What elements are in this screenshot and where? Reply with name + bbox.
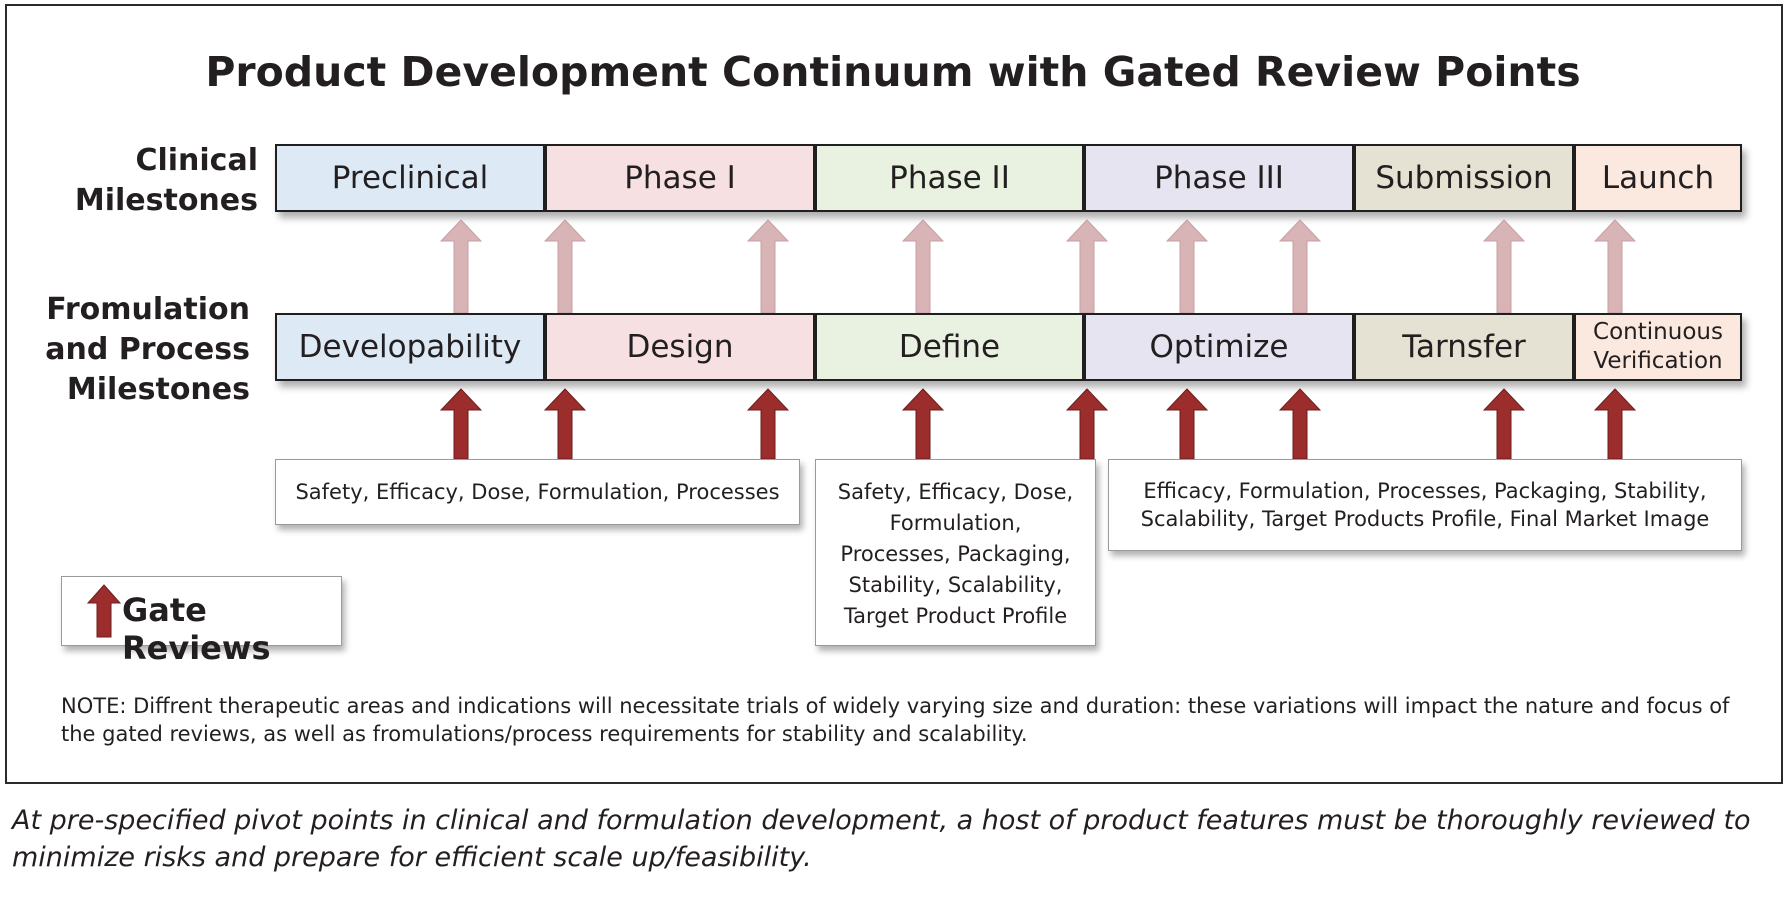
faded-gate-arrow-icon <box>902 219 944 313</box>
formulation-milestone-define: Define <box>815 313 1084 381</box>
clinical-milestone-phase-1: Phase I <box>545 144 815 212</box>
clinical-milestone-phase-3: Phase III <box>1084 144 1354 212</box>
review-box-line: Safety, Efficacy, Dose, Formulation, Pro… <box>295 480 780 504</box>
review-box-line: Safety, Efficacy, Dose, <box>837 480 1074 504</box>
clinical-label-line: Milestones <box>74 183 258 218</box>
faded-gate-arrow-icon <box>1594 219 1636 313</box>
gate-review-arrow-icon <box>86 584 122 638</box>
diagram-frame <box>5 4 1783 784</box>
formulation-milestone-optimize: Optimize <box>1084 313 1354 381</box>
legend-label: Gate Reviews <box>122 591 271 667</box>
continuous-verification-line: Continuous <box>1593 319 1723 345</box>
faded-gate-arrow-icon <box>1166 219 1208 313</box>
clinical-milestones-label: Clinical Milestones <box>40 141 258 221</box>
clinical-milestones-bar: Preclinical Phase I Phase II Phase III S… <box>275 144 1742 212</box>
clinical-milestone-launch: Launch <box>1574 144 1742 212</box>
faded-gate-arrow-icon <box>1483 219 1525 313</box>
gate-review-box-1: Safety, Efficacy, Dose, Formulation, Pro… <box>275 459 800 525</box>
gate-review-arrow-icon <box>747 388 789 459</box>
formulation-milestones-label: Fromulation and Process Milestones <box>30 290 250 410</box>
clinical-label-line: Clinical <box>135 143 258 178</box>
gate-review-arrow-icon <box>1594 388 1636 459</box>
formulation-milestone-transfer: Tarnsfer <box>1354 313 1574 381</box>
formulation-milestone-continuous-verification: Continuous Verification <box>1574 313 1742 381</box>
formulation-label-line: and Process <box>45 332 250 367</box>
review-box-line: Scalability, Target Products Profile, Fi… <box>1140 507 1710 531</box>
gate-review-arrow-icon <box>440 388 482 459</box>
gate-review-arrow-icon <box>1279 388 1321 459</box>
legend: Gate Reviews <box>61 576 342 667</box>
formulation-milestones-bar: Developability Design Define Optimize Ta… <box>275 313 1742 381</box>
diagram-title: Product Development Continuum with Gated… <box>205 48 1581 96</box>
formulation-label-line: Fromulation <box>46 292 250 327</box>
review-box-line: Stability, Scalability, <box>848 573 1063 597</box>
clinical-milestone-preclinical: Preclinical <box>275 144 545 212</box>
gate-review-arrow-icon <box>1166 388 1208 459</box>
faded-gate-arrow-icon <box>1279 219 1321 313</box>
gate-review-box-2: Safety, Efficacy, Dose, Formulation, Pro… <box>815 459 1096 646</box>
faded-gate-arrow-icon <box>440 219 482 313</box>
gate-review-arrow-icon <box>1066 388 1108 459</box>
faded-gate-arrow-icon <box>1066 219 1108 313</box>
formulation-milestone-design: Design <box>545 313 815 381</box>
review-box-line: Formulation, <box>889 511 1022 535</box>
gate-review-arrow-icon <box>544 388 586 459</box>
note-text: NOTE: Diffrent therapeutic areas and ind… <box>61 694 1730 746</box>
review-box-line: Processes, Packaging, <box>840 542 1071 566</box>
gate-review-arrow-icon <box>902 388 944 459</box>
gate-review-box-3: Efficacy, Formulation, Processes, Packag… <box>1108 459 1742 551</box>
figure-caption: At pre-specified pivot points in clinica… <box>12 805 1751 873</box>
formulation-label-line: Milestones <box>66 372 250 407</box>
continuous-verification-line: Verification <box>1593 348 1723 374</box>
faded-gate-arrow-icon <box>544 219 586 313</box>
review-box-line: Target Product Profile <box>843 604 1068 628</box>
formulation-milestone-developability: Developability <box>275 313 545 381</box>
faded-gate-arrow-icon <box>747 219 789 313</box>
clinical-milestone-phase-2: Phase II <box>815 144 1084 212</box>
review-box-line: Efficacy, Formulation, Processes, Packag… <box>1143 479 1707 503</box>
gate-review-arrow-icon <box>1483 388 1525 459</box>
clinical-milestone-submission: Submission <box>1354 144 1574 212</box>
